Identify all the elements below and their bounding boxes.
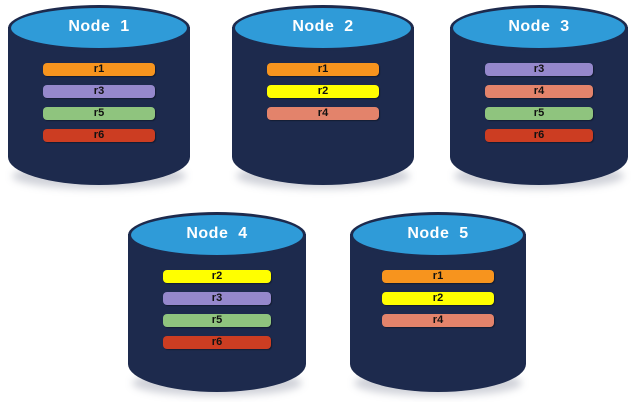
shard-bar-r5[interactable]: r5 [163,314,271,327]
shard-bar-r5[interactable]: r5 [485,107,593,120]
node-cylinder-body [128,234,306,392]
shard-bar-r4[interactable]: r4 [382,314,494,327]
shard-bar-r6[interactable]: r6 [485,129,593,142]
shard-bar-r5[interactable]: r5 [43,107,155,120]
shard-bar-r3[interactable]: r3 [485,63,593,76]
shard-bar-r1[interactable]: r1 [382,270,494,283]
shard-list: r1 r2 r4 [350,270,526,327]
shard-bar-r2[interactable]: r2 [163,270,271,283]
node-cylinder-body [232,27,414,185]
node-title: Node 3 [508,18,570,35]
shard-bar-r3[interactable]: r3 [43,85,155,98]
shard-bar-r6[interactable]: r6 [163,336,271,349]
node-cylinder-top [128,212,306,258]
node-title: Node 2 [292,18,354,35]
shard-bar-r1[interactable]: r1 [43,63,155,76]
node-cylinder-top [350,212,526,258]
shard-list: r1 r2 r4 [232,63,414,120]
shard-list: r1 r3 r5 r6 [8,63,190,142]
node-cylinder-body [450,27,628,185]
node-cylinder-top [8,5,190,51]
shard-bar-r4[interactable]: r4 [485,85,593,98]
shard-bar-r3[interactable]: r3 [163,292,271,305]
node-cylinder-top [232,5,414,51]
shard-bar-r2[interactable]: r2 [382,292,494,305]
node-title: Node 1 [68,18,130,35]
database-node-2[interactable]: Node 2 r1 r2 r4 [232,5,414,189]
database-node-3[interactable]: Node 3 r3 r4 r5 r6 [450,5,628,189]
node-cylinder-body [350,234,526,392]
database-node-1[interactable]: Node 1 r1 r3 r5 r6 [8,5,190,189]
shard-bar-r1[interactable]: r1 [267,63,379,76]
node-cylinder-body [8,27,190,185]
node-title: Node 4 [186,225,248,242]
node-cylinder-top [450,5,628,51]
database-node-4[interactable]: Node 4 r2 r3 r5 r6 [128,212,306,396]
shard-list: r2 r3 r5 r6 [128,270,306,349]
database-node-5[interactable]: Node 5 r1 r2 r4 [350,212,526,396]
node-title: Node 5 [407,225,469,242]
shard-bar-r2[interactable]: r2 [267,85,379,98]
shard-list: r3 r4 r5 r6 [450,63,628,142]
shard-bar-r6[interactable]: r6 [43,129,155,142]
shard-bar-r4[interactable]: r4 [267,107,379,120]
